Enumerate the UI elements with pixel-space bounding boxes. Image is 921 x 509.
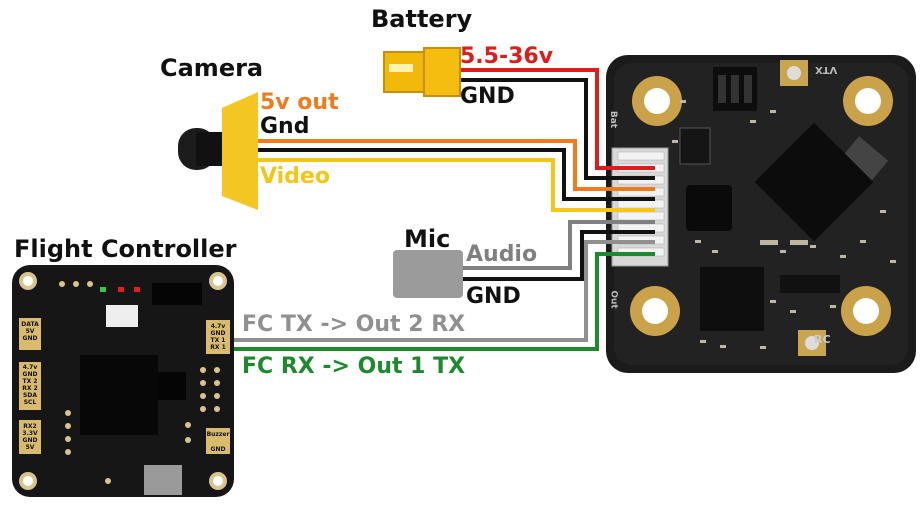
fc-pad-label-buzzer: Buzzer [206,431,230,438]
camera-gnd-label: Gnd [260,114,310,139]
mic-icon [393,250,463,298]
camera-icon [178,92,258,210]
flight-controller-board [12,265,234,497]
mounting-hole [843,76,893,126]
wire-battery-gnd [457,78,655,180]
wire-fc-tx [234,240,655,342]
mic-gnd-label: GND [466,284,521,309]
wire-camera-video [258,158,655,212]
battery-connector [383,47,461,97]
battery-gnd-label: GND [460,84,515,109]
fc-pad-label-left-bottom: RX2 3.3V GND 5V [22,423,38,451]
bat-silkscreen-label: Bat [608,110,619,129]
fc-rx-label: FC RX -> Out 1 TX [242,354,466,379]
rc-antenna-connector [798,330,826,356]
fc-tx-label: FC TX -> Out 2 RX [242,312,466,337]
mounting-hole [632,76,682,126]
fc-pad-label-right: 4.7v GND TX 1 RX 1 [210,323,226,351]
wire-fc-rx [234,252,655,351]
rc-silkscreen-label: RC [814,333,831,346]
flight-controller-title: Flight Controller [14,235,237,263]
out-silkscreen-label: Out [608,290,619,309]
fc-pad-label-left-mid: 4.7v GND TX 2 RX 2 SDA SCL [22,364,38,406]
fc-pad-label-buzzer-gnd: GND [210,446,226,453]
vtx-antenna-connector [780,60,808,86]
vtx-board [606,55,916,373]
mic-audio-label: Audio [466,242,538,267]
fc-pad-label-top-left: DATA 5V GND [21,321,39,342]
wire-mic-gnd [463,230,655,281]
camera-title: Camera [160,54,264,82]
wire-battery-power [457,68,655,170]
camera-video-label: Video [260,164,330,189]
wire-camera-power [258,139,655,191]
mounting-hole [841,286,891,336]
mounting-hole [630,286,680,336]
battery-title: Battery [371,5,473,33]
mic-title: Mic [404,225,451,253]
camera-power-label: 5v out [260,90,339,115]
wires [234,68,655,351]
vtx-silkscreen-label: VTX [815,64,838,75]
wire-mic-audio [463,220,655,270]
battery-power-label: 5.5-36v [460,44,554,69]
wire-camera-gnd [258,148,655,201]
